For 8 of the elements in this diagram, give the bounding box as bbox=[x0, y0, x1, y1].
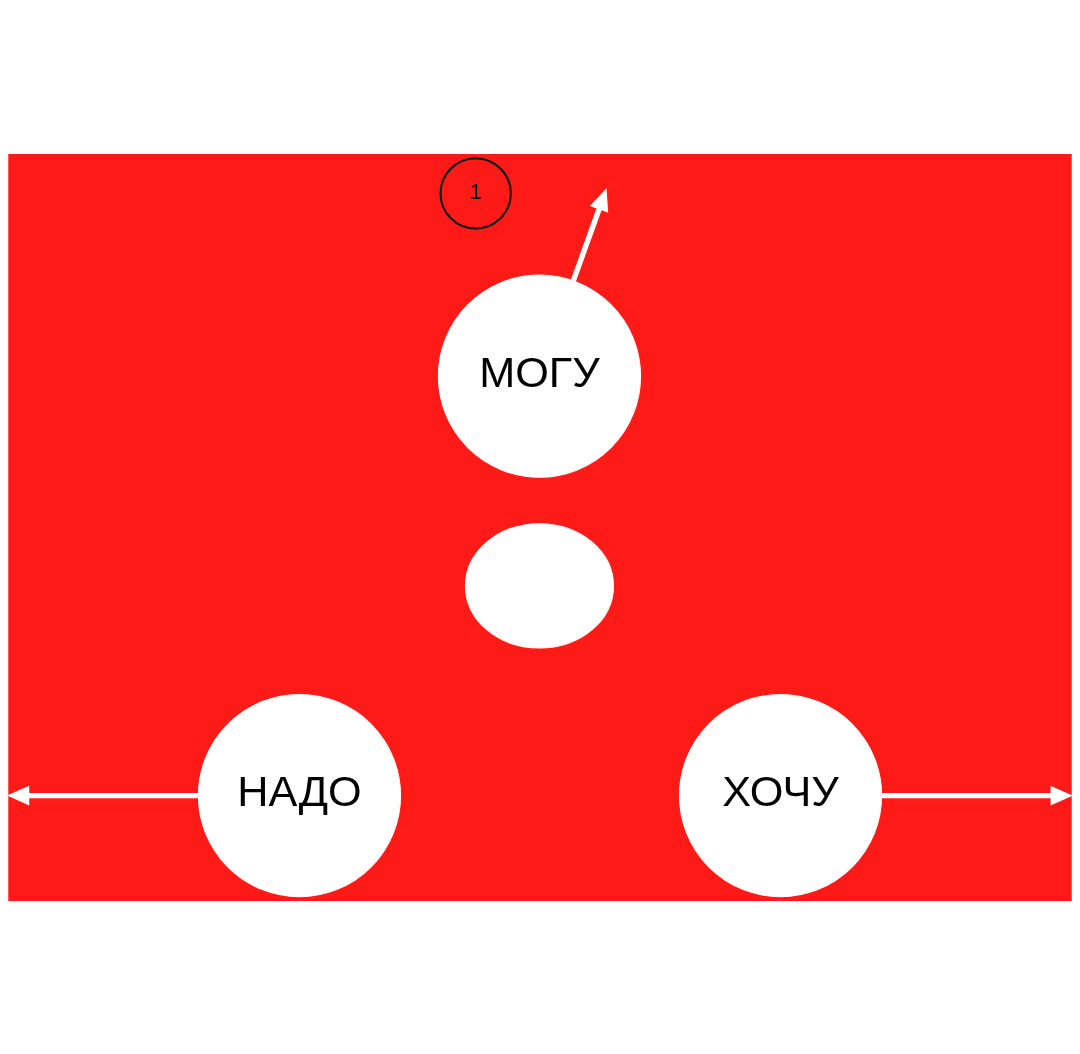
arrow bbox=[8, 785, 199, 805]
node-circle: 1 bbox=[439, 156, 512, 230]
arrow bbox=[881, 785, 1072, 805]
node-circle: ХОЧУ bbox=[678, 693, 883, 897]
arrow bbox=[570, 187, 609, 282]
node-ellipse bbox=[464, 522, 615, 649]
node-circle: НАДО bbox=[197, 693, 402, 897]
node-circle: МОГУ bbox=[437, 274, 642, 478]
